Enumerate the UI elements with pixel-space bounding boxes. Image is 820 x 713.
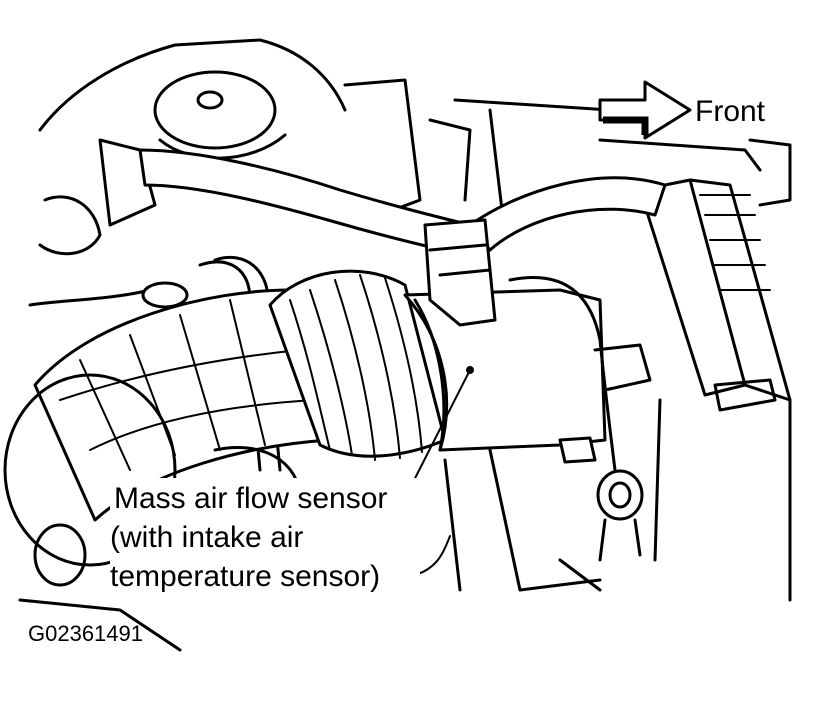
maf-sensor <box>403 218 607 464</box>
wire-harness <box>508 276 652 562</box>
lower-structure <box>443 448 602 592</box>
callout-label: Mass air flow sensor (with intake air te… <box>110 478 420 596</box>
radiator <box>638 178 792 602</box>
figure-id: G02361491 <box>28 621 143 646</box>
callout-leader <box>404 369 471 499</box>
callout-line-2: (with intake air <box>110 521 303 554</box>
front-arrow-icon <box>598 80 692 140</box>
upper-hose <box>138 148 667 257</box>
callout-line-3: temperature sensor) <box>110 560 380 593</box>
bellows-boot <box>268 269 447 461</box>
callout-bracket <box>417 535 451 575</box>
front-label: Front <box>695 95 766 128</box>
callout-line-1: Mass air flow sensor <box>114 482 387 515</box>
